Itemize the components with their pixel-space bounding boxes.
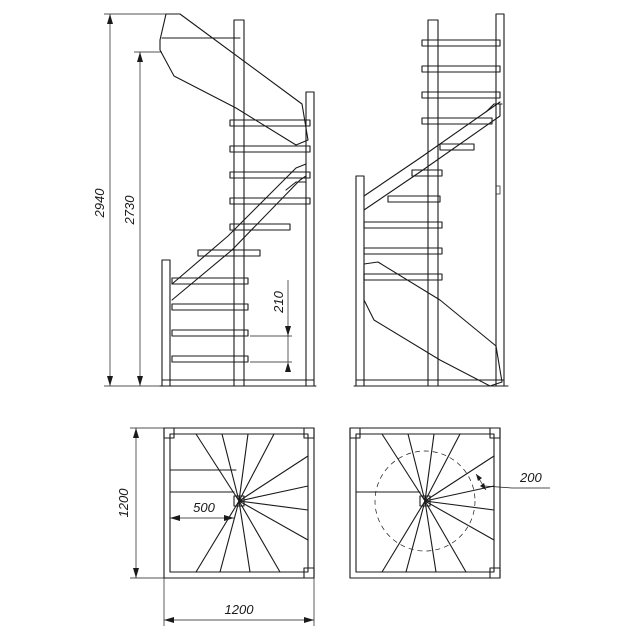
plan-outline	[349, 427, 501, 579]
corner-post	[163, 427, 175, 439]
tread	[171, 329, 249, 337]
dim-plan-depth: 1200	[116, 488, 131, 518]
lower-stringer	[363, 261, 503, 387]
tread	[171, 277, 249, 285]
center-newel	[427, 19, 439, 387]
plan-outline	[163, 427, 315, 579]
tread	[363, 247, 443, 255]
dim-total-height: 2940	[92, 188, 107, 219]
dim-winder-inner: 200	[519, 470, 542, 485]
tread	[421, 117, 493, 125]
tread	[421, 39, 501, 47]
tread	[439, 143, 475, 151]
tread	[171, 303, 249, 311]
winder-circle	[374, 450, 476, 552]
tread	[411, 169, 443, 177]
corner-post	[303, 427, 315, 439]
tread	[229, 145, 311, 153]
center-newel	[233, 19, 245, 387]
corner-post-left	[355, 175, 365, 387]
corner-post	[349, 427, 361, 439]
plan-view-right: 200	[349, 427, 550, 579]
side-elevation-view	[353, 13, 509, 387]
tread	[421, 91, 501, 99]
corner-post	[489, 567, 501, 579]
center-newel	[419, 495, 431, 507]
tread	[229, 119, 311, 127]
tread	[421, 65, 501, 73]
tread	[363, 221, 443, 229]
tread	[171, 355, 249, 363]
front-elevation-view: 2940 2730 210	[92, 13, 317, 387]
corner-post-left	[161, 259, 171, 387]
tread	[197, 249, 261, 257]
dim-floor-height: 2730	[122, 195, 137, 226]
tread	[229, 171, 311, 179]
dim-riser-height: 210	[271, 290, 286, 313]
center-newel	[233, 495, 245, 507]
tread	[387, 195, 441, 203]
dim-plan-width: 1200	[225, 602, 255, 617]
tread	[229, 197, 311, 205]
corner-post	[303, 567, 315, 579]
plan-view-left: 500 1200 1200	[116, 427, 315, 626]
tread	[229, 223, 291, 231]
corner-post	[489, 427, 501, 439]
dim-center-offset: 500	[193, 500, 215, 515]
